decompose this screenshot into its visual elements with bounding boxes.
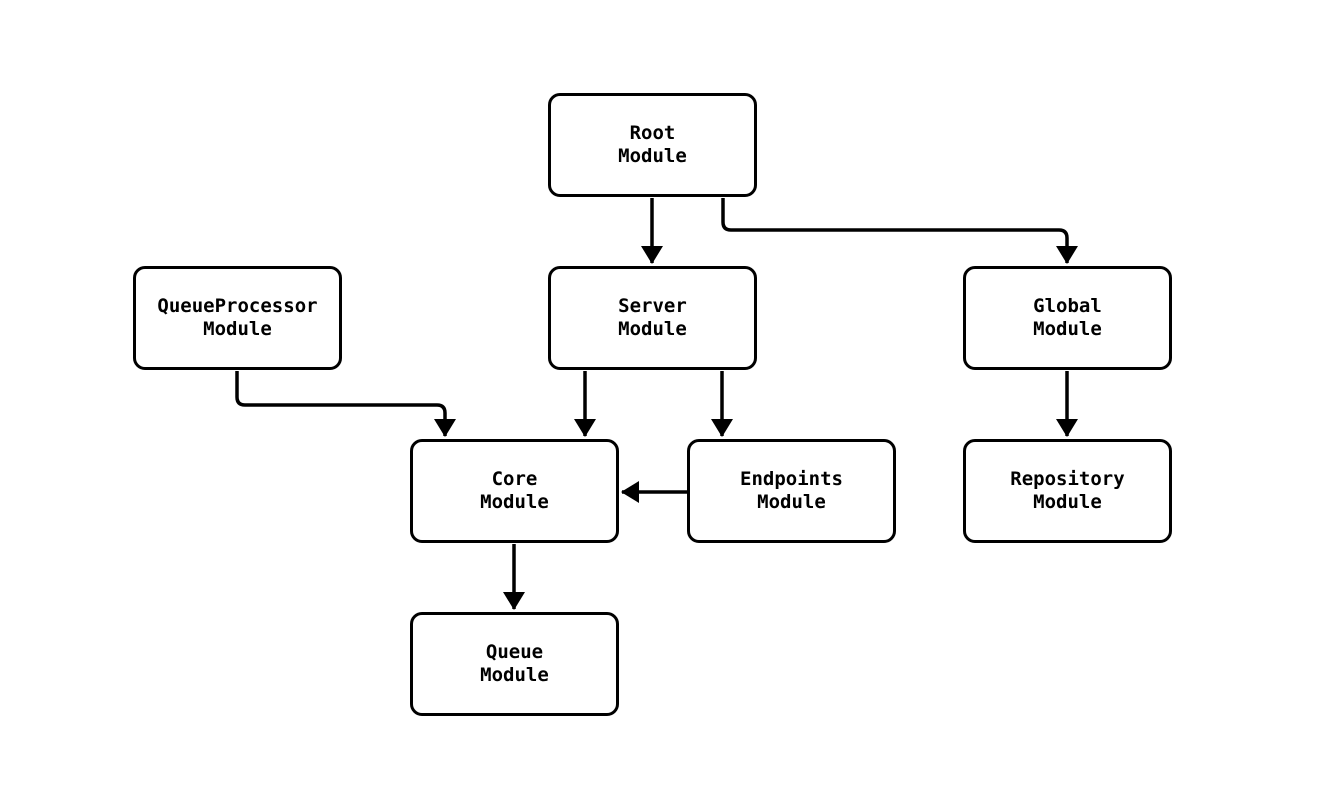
node-label-line1: Root <box>629 122 676 144</box>
node-global-module: Global Module <box>963 266 1172 370</box>
node-label-line1: Queue <box>485 641 544 663</box>
node-label-line1: Endpoints <box>740 468 843 490</box>
node-queue-module: Queue Module <box>410 612 619 716</box>
node-label-line1: Repository <box>1010 468 1125 490</box>
node-queueprocessor-module: QueueProcessor Module <box>133 266 342 370</box>
node-label-line1: Server <box>618 295 687 317</box>
edge-queueprocessor-core <box>235 371 456 437</box>
node-label-line2: Module <box>480 491 549 513</box>
node-core-module: Core Module <box>410 439 619 543</box>
node-root-module: Root Module <box>548 93 757 197</box>
node-label-line2: Module <box>1033 318 1102 340</box>
node-label-line2: Module <box>1033 491 1102 513</box>
node-endpoints-module: Endpoints Module <box>687 439 896 543</box>
node-label-line2: Module <box>480 664 549 686</box>
node-label-line2: Module <box>757 491 826 513</box>
node-label-line2: Module <box>618 145 687 167</box>
node-label-line1: Core <box>491 468 538 490</box>
node-label-line1: QueueProcessor <box>157 295 318 317</box>
edge-root-global <box>721 198 1078 264</box>
node-server-module: Server Module <box>548 266 757 370</box>
node-label-line1: Global <box>1033 295 1102 317</box>
node-label-line2: Module <box>618 318 687 340</box>
node-repository-module: Repository Module <box>963 439 1172 543</box>
node-label-line2: Module <box>203 318 272 340</box>
